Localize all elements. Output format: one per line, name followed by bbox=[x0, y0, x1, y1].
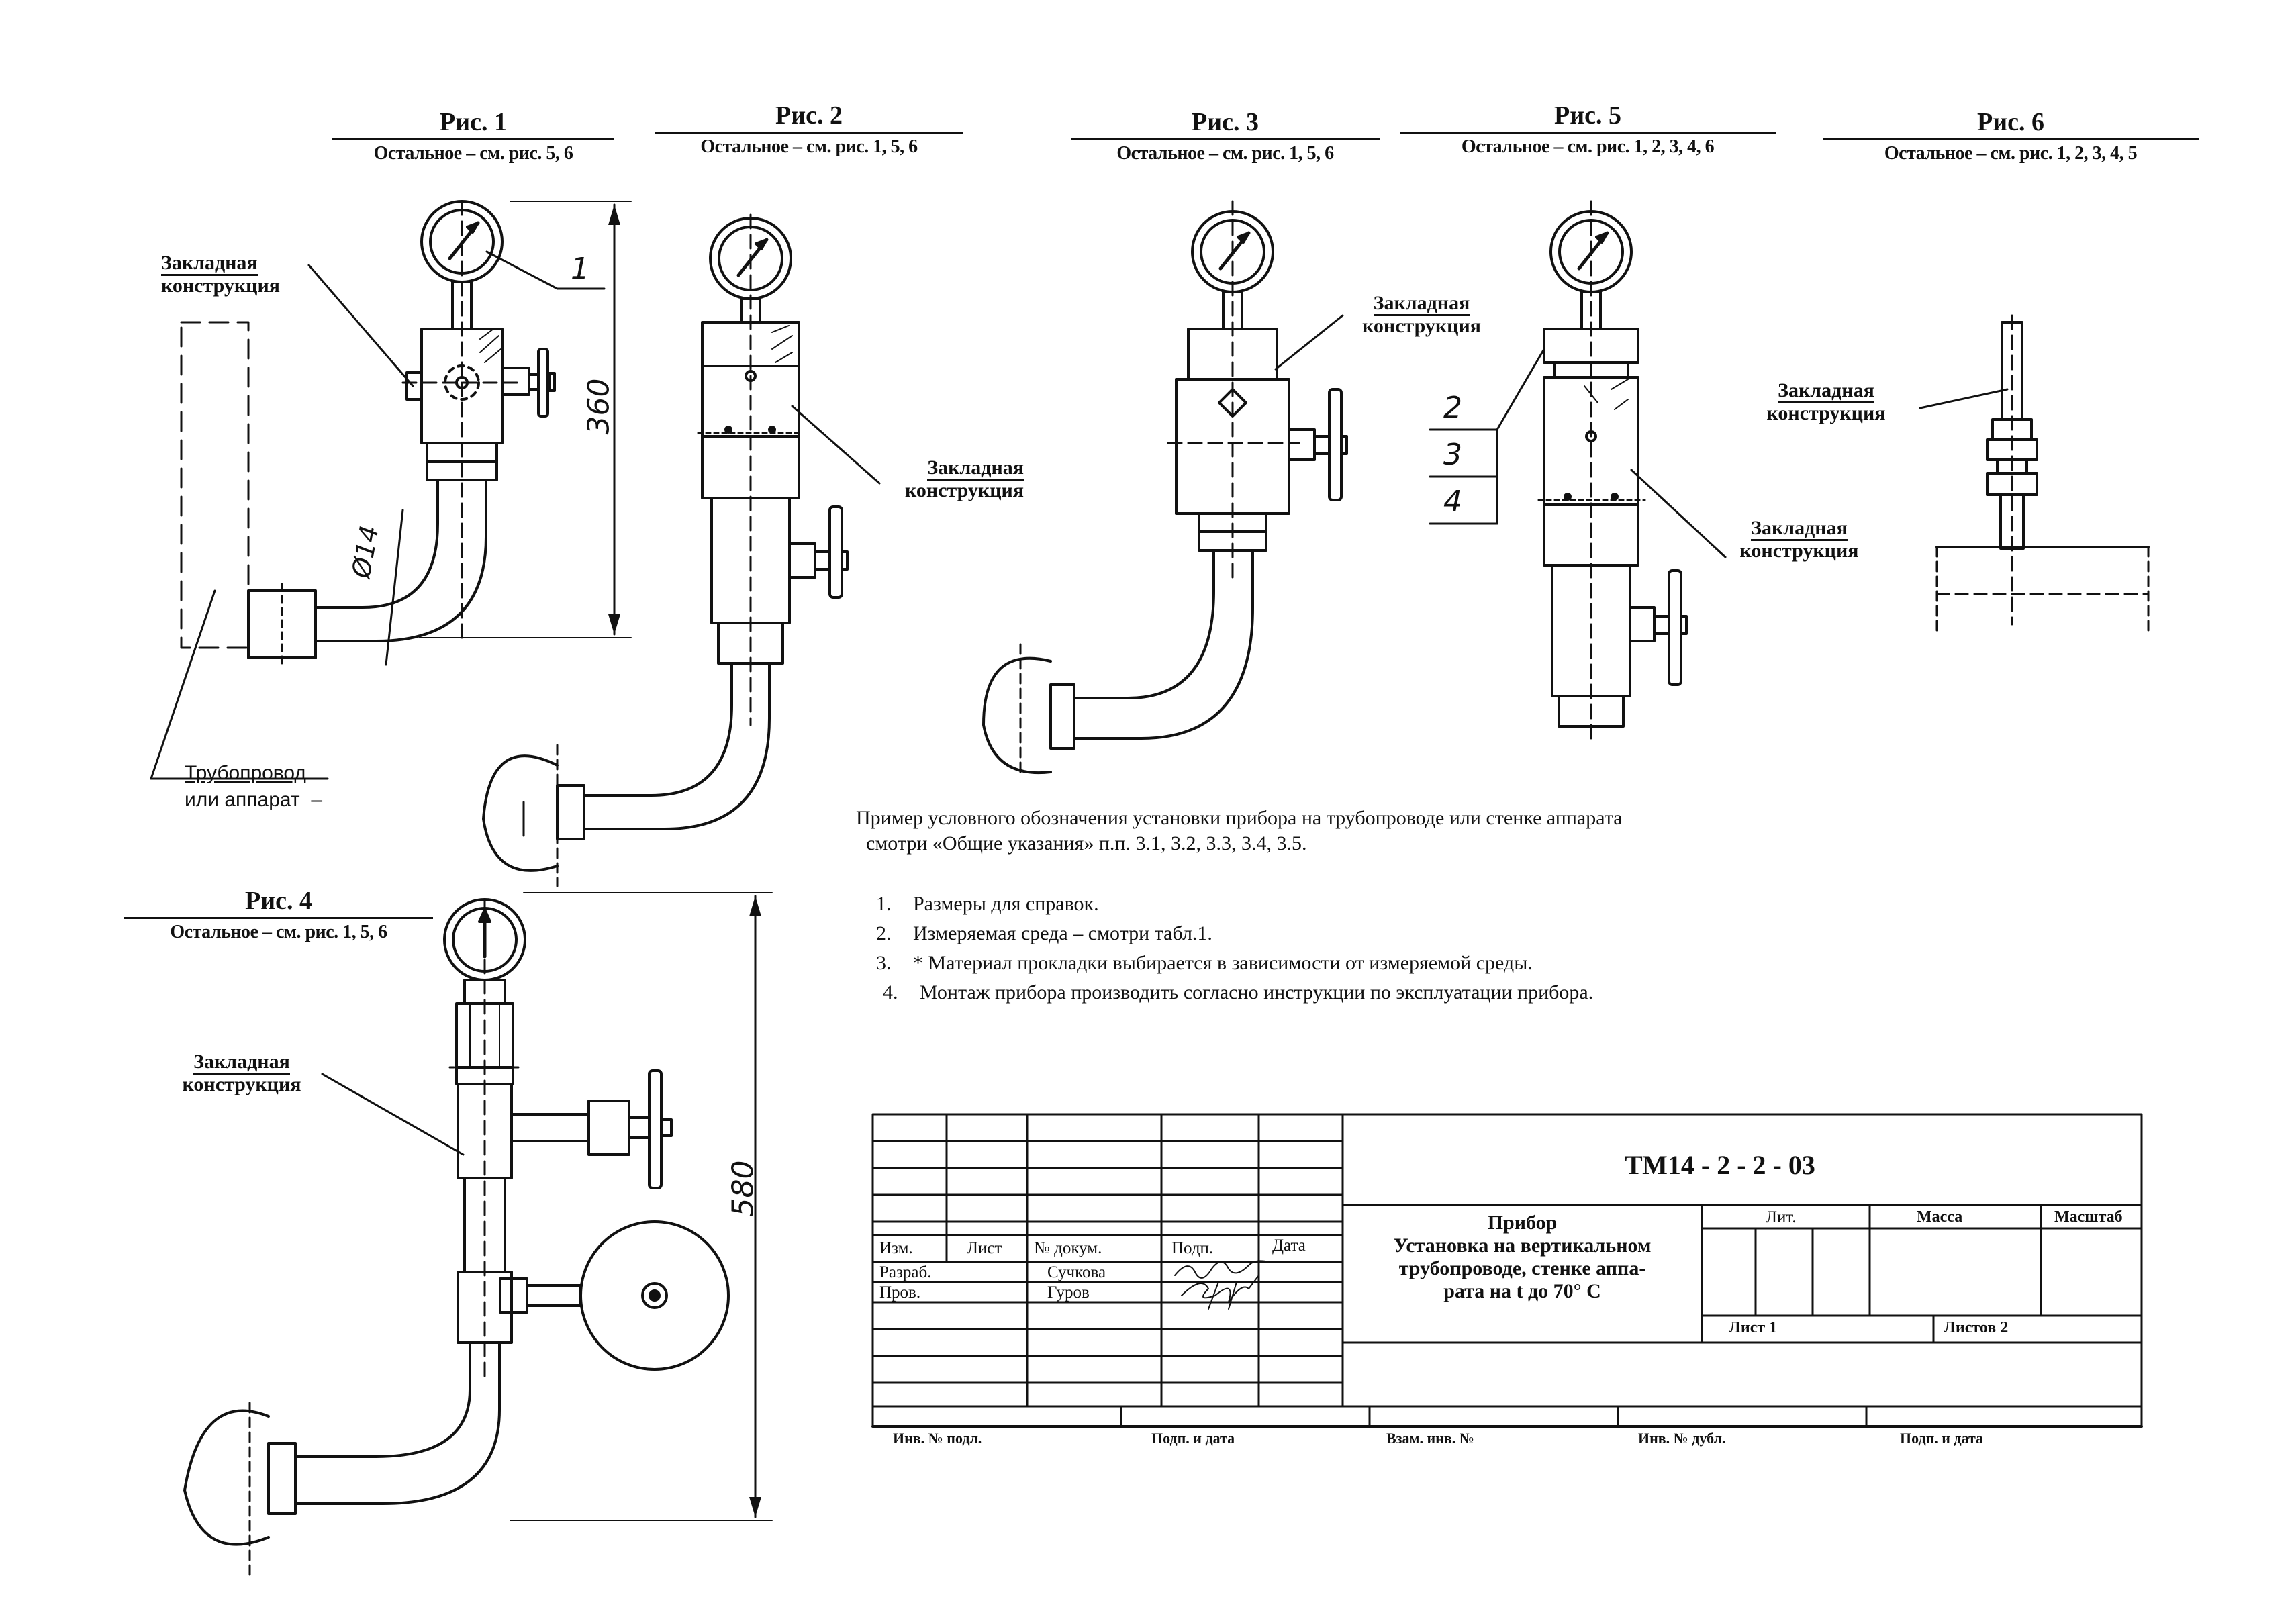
document-code: ТМ14 - 2 - 2 - 03 bbox=[1625, 1150, 1815, 1180]
figure-title: Рис. 5 bbox=[1400, 101, 1776, 134]
figure-1-drawing bbox=[150, 200, 632, 780]
figure-reference: Остальное – см. рис. 5, 6 bbox=[373, 143, 573, 164]
figure-4-drawing bbox=[183, 892, 773, 1579]
figure-6-header: Рис. 6 Остальное – см. рис. 1, 2, 3, 4, … bbox=[1823, 107, 2199, 164]
col-doc: № докум. bbox=[1034, 1239, 1102, 1257]
callout-1: 1 bbox=[571, 252, 589, 286]
note-text: Монтаж прибора производить согласно инст… bbox=[920, 981, 1594, 1004]
callout-2: 2 bbox=[1443, 391, 1462, 425]
signature-drawing bbox=[1174, 1260, 1270, 1310]
name-line: Установка на вертикальном bbox=[1393, 1234, 1652, 1257]
note-text: Измеряемая среда – смотри табл.1. bbox=[913, 922, 1212, 944]
field-sign-date-1: Подп. и дата bbox=[1151, 1430, 1235, 1447]
dimension-580: 580 bbox=[726, 1160, 761, 1217]
checker-name: Гуров bbox=[1047, 1283, 1090, 1302]
figure-title: Рис. 2 bbox=[655, 101, 963, 134]
figure-3-header: Рис. 3 Остальное – см. рис. 1, 5, 6 bbox=[1071, 107, 1380, 164]
figure-reference: Остальное – см. рис. 1, 2, 3, 4, 6 bbox=[1461, 136, 1715, 157]
label-line: Закладная bbox=[161, 252, 258, 276]
label-line: конструкция bbox=[161, 275, 280, 297]
figure-5-header: Рис. 5 Остальное – см. рис. 1, 2, 3, 4, … bbox=[1400, 101, 1776, 158]
figure-1-header: Рис. 1 Остальное – см. рис. 5, 6 bbox=[332, 107, 614, 164]
figure-reference: Остальное – см. рис. 1, 2, 3, 4, 5 bbox=[1884, 143, 2138, 164]
developer-name: Сучкова bbox=[1047, 1263, 1106, 1281]
note-item: 1. Размеры для справок. bbox=[876, 889, 1593, 919]
figure-3-drawing bbox=[982, 200, 1348, 775]
note-number: 4. bbox=[883, 981, 898, 1004]
field-replace-inv: Взам. инв. № bbox=[1386, 1430, 1474, 1447]
note-number: 1. bbox=[876, 893, 892, 915]
callout-3: 3 bbox=[1443, 438, 1462, 472]
figure-title: Рис. 1 bbox=[332, 107, 614, 140]
title-block-frame bbox=[871, 1113, 2143, 1428]
note-number: 3. bbox=[876, 952, 892, 974]
label-line: Закладная bbox=[1778, 379, 1874, 403]
figure-title: Рис. 6 bbox=[1823, 107, 2199, 140]
label-line: Трубопровод bbox=[185, 762, 306, 784]
figure-2-header: Рис. 2 Остальное – см. рис. 1, 5, 6 bbox=[655, 101, 963, 158]
lit-header: Лит. bbox=[1766, 1208, 1797, 1226]
dimension-360: 360 bbox=[581, 378, 616, 435]
figure-title: Рис. 3 bbox=[1071, 107, 1380, 140]
note-item: 4. Монтаж прибора производить согласно ин… bbox=[876, 978, 1593, 1008]
note-number: 2. bbox=[876, 922, 892, 944]
sheets-total: Листов 2 bbox=[1944, 1319, 2009, 1336]
figure-6-drawing bbox=[1919, 314, 2150, 636]
figure-4-header: Рис. 4 Остальное – см. рис. 1, 5, 6 bbox=[124, 886, 433, 943]
label-line: Закладная bbox=[927, 456, 1024, 481]
example-line-2: смотри «Общие указания» п.п. 3.1, 3.2, 3… bbox=[866, 832, 1307, 855]
callout-4: 4 bbox=[1443, 485, 1462, 519]
figure-reference: Остальное – см. рис. 1, 5, 6 bbox=[170, 922, 387, 942]
notes-list: 1. Размеры для справок. 2. Измеряемая сред… bbox=[876, 889, 1593, 1008]
embedded-label-fig3: Закладная конструкция bbox=[1346, 292, 1497, 338]
label-line: конструкция bbox=[182, 1073, 301, 1095]
sheet-number: Лист 1 bbox=[1729, 1319, 1778, 1336]
label-dash: – bbox=[311, 789, 323, 811]
label-line: конструкция bbox=[1362, 315, 1481, 337]
embedded-label-fig5: Закладная конструкция bbox=[1725, 517, 1873, 563]
label-line: Закладная bbox=[1751, 517, 1848, 541]
figure-2-drawing bbox=[482, 213, 881, 887]
label-line: Закладная bbox=[193, 1051, 290, 1075]
label-text: или аппарат bbox=[185, 789, 300, 811]
label-line: конструкция bbox=[1766, 402, 1886, 424]
scale-header: Масштаб bbox=[2054, 1208, 2123, 1226]
example-designation-text: Пример условного обозначения установки п… bbox=[856, 806, 1623, 857]
label-line: конструкция bbox=[1739, 540, 1859, 562]
embedded-label-fig2: Закладная конструкция bbox=[873, 456, 1024, 502]
note-item: 2. Измеряемая среда – смотри табл.1. bbox=[876, 919, 1593, 948]
pipe-apparatus-label: Трубопровод или аппарат – bbox=[185, 760, 322, 814]
note-text: * Материал прокладки выбирается в зависи… bbox=[913, 952, 1533, 974]
name-line: трубопроводе, стенке аппа- bbox=[1398, 1257, 1646, 1279]
checker-role: Пров. bbox=[879, 1283, 921, 1302]
col-list: Лист bbox=[967, 1239, 1002, 1257]
field-sign-date-2: Подп. и дата bbox=[1900, 1430, 1984, 1447]
note-item: 3. * Материал прокладки выбирается в зави… bbox=[876, 948, 1593, 978]
embedded-label-fig6: Закладная конструкция bbox=[1745, 379, 1907, 425]
figure-5-drawing bbox=[1429, 200, 1727, 740]
figure-reference: Остальное – см. рис. 1, 5, 6 bbox=[1116, 143, 1334, 164]
label-line: конструкция bbox=[905, 479, 1024, 501]
embedded-label-fig4: Закладная конструкция bbox=[158, 1051, 326, 1096]
label-line: или аппарат – bbox=[185, 787, 322, 814]
label-line: Закладная bbox=[1373, 292, 1470, 316]
field-inv-duplicate: Инв. № дубл. bbox=[1638, 1430, 1726, 1447]
developer-role: Разраб. bbox=[879, 1263, 932, 1281]
col-izm: Изм. bbox=[879, 1239, 913, 1257]
note-text: Размеры для справок. bbox=[913, 893, 1099, 915]
embedded-label-fig1: Закладная конструкция bbox=[161, 252, 280, 297]
drawing-name: Прибор Установка на вертикальном трубопр… bbox=[1343, 1212, 1702, 1303]
field-inv-original: Инв. № подл. bbox=[893, 1430, 982, 1447]
name-line: Прибор bbox=[1487, 1212, 1558, 1234]
figure-reference: Остальное – см. рис. 1, 5, 6 bbox=[700, 136, 918, 157]
name-line: рата на t до 70° С bbox=[1443, 1280, 1601, 1302]
mass-header: Масса bbox=[1917, 1208, 1963, 1226]
figure-title: Рис. 4 bbox=[124, 886, 433, 919]
col-sign: Подп. bbox=[1171, 1239, 1214, 1257]
example-line-1: Пример условного обозначения установки п… bbox=[856, 807, 1623, 829]
col-date: Дата bbox=[1272, 1236, 1306, 1255]
